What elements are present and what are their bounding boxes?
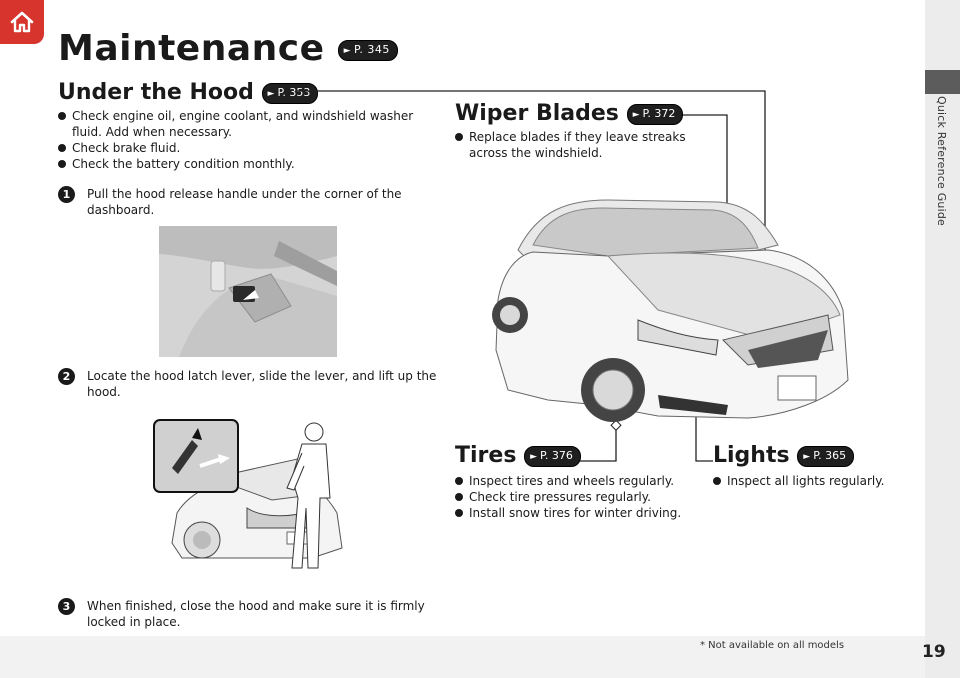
- page-ref-link-under-hood[interactable]: ►P. 353: [261, 82, 319, 104]
- step-number: 2: [58, 368, 75, 385]
- page-ref-link-tires[interactable]: ►P. 376: [524, 445, 581, 467]
- page-title-text: Maintenance: [58, 28, 325, 69]
- list-item: Check brake fluid.: [56, 140, 436, 156]
- page-ref-link-wiper[interactable]: ►P. 372: [626, 103, 684, 125]
- list-item: Check tire pressures regularly.: [453, 489, 703, 505]
- list-item: Install snow tires for winter driving.: [453, 505, 703, 521]
- footer-note: * Not available on all models: [700, 640, 845, 651]
- tires-title-text: Tires: [455, 443, 517, 468]
- page-ref-arrow-icon: ►: [803, 451, 811, 462]
- step-1: 1 Pull the hood release handle under the…: [58, 186, 438, 218]
- home-icon: [10, 11, 34, 33]
- lights-title-text: Lights: [713, 443, 790, 468]
- home-button[interactable]: [0, 0, 44, 44]
- hood-callout-line: [296, 90, 766, 280]
- hood-latch-illustration: [152, 418, 352, 583]
- page-ref-text: P. 372: [642, 106, 676, 120]
- suv-drawing: [492, 199, 849, 422]
- list-item: Check the battery condition monthly.: [56, 156, 436, 172]
- list-item: Replace blades if they leave streaks acr…: [453, 129, 703, 161]
- page-ref-text: P. 353: [277, 85, 311, 99]
- step-number: 1: [58, 186, 75, 203]
- page-number: 19: [922, 642, 946, 662]
- side-section-label: Quick Reference Guide: [935, 96, 948, 226]
- page-ref-link-lights[interactable]: ►P. 365: [797, 445, 855, 467]
- list-item: Check engine oil, engine coolant, and wi…: [56, 108, 436, 140]
- step-number: 3: [58, 598, 75, 615]
- wiper-blades-title: Wiper Blades ►P. 372: [455, 101, 684, 126]
- lights-title: Lights ►P. 365: [713, 443, 855, 468]
- under-hood-title: Under the Hood ►P. 353: [58, 80, 319, 105]
- car-illustration: [488, 190, 858, 445]
- wiper-blades-title-text: Wiper Blades: [455, 101, 619, 126]
- page-ref-arrow-icon: ►: [343, 45, 351, 56]
- list-item: Inspect tires and wheels regularly.: [453, 473, 703, 489]
- step-3: 3 When finished, close the hood and make…: [58, 598, 438, 630]
- page-ref-text: P. 345: [354, 42, 390, 56]
- page-ref-link-maintenance[interactable]: ►P. 345: [337, 39, 398, 61]
- step-text: When finished, close the hood and make s…: [87, 599, 425, 629]
- tires-bullets: Inspect tires and wheels regularly. Chec…: [453, 473, 703, 521]
- section-tab-marker: [925, 70, 960, 94]
- step-2: 2 Locate the hood latch lever, slide the…: [58, 368, 438, 400]
- page-ref-text: P. 376: [540, 448, 573, 462]
- under-hood-bullets: Check engine oil, engine coolant, and wi…: [56, 108, 436, 172]
- wiper-blades-bullets: Replace blades if they leave streaks acr…: [453, 129, 703, 161]
- hood-release-illustration: [159, 226, 337, 357]
- page-ref-arrow-icon: ►: [632, 109, 640, 120]
- step-text: Locate the hood latch lever, slide the l…: [87, 369, 437, 399]
- under-hood-title-text: Under the Hood: [58, 80, 254, 105]
- lights-bullets: Inspect all lights regularly.: [711, 473, 911, 489]
- list-item: Inspect all lights regularly.: [711, 473, 911, 489]
- hood-release-photo: [159, 226, 337, 357]
- footer-strip: [0, 636, 925, 678]
- tires-title: Tires ►P. 376: [455, 443, 581, 468]
- side-strip: [925, 0, 960, 678]
- page-ref-text: P. 365: [813, 448, 847, 462]
- page-ref-arrow-icon: ►: [267, 88, 275, 99]
- page-ref-arrow-icon: ►: [530, 451, 538, 462]
- step-text: Pull the hood release handle under the c…: [87, 187, 402, 217]
- hood-latch-drawing: [153, 419, 343, 569]
- tires-callout-line: [580, 426, 617, 462]
- page-title: Maintenance ►P. 345: [58, 28, 398, 69]
- tires-callout-marker: [610, 419, 622, 431]
